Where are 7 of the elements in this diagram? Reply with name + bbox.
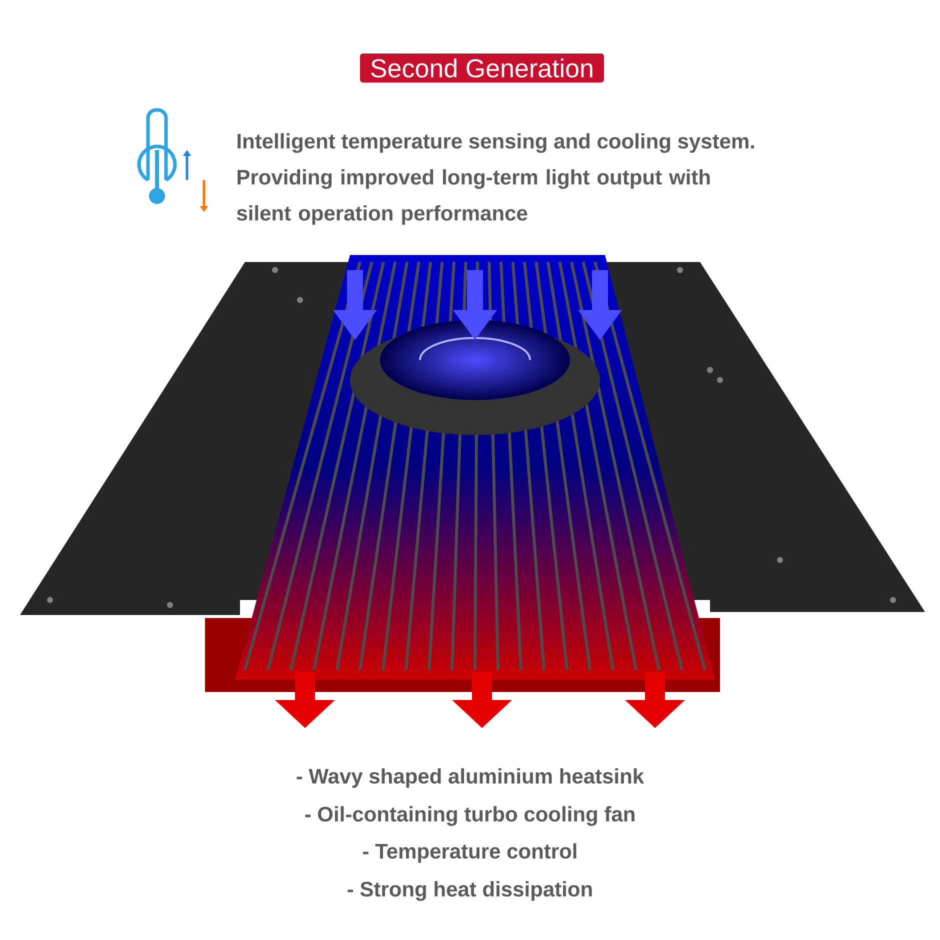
feature-item: - Strong heat dissipation [348,881,592,901]
intro-text: Providing improved long-term light output with silent operation performance [236,169,710,225]
feature-item: - Wavy shaped aluminium heatsink [296,768,644,788]
intro-text: Intelligent temperature sensing and cooling system. [238,133,754,153]
feature-item: - Temperature control [363,843,576,863]
feature-item: - Oil-containing turbo cooling fan [305,806,634,826]
title-badge: Second Generation [360,53,604,83]
